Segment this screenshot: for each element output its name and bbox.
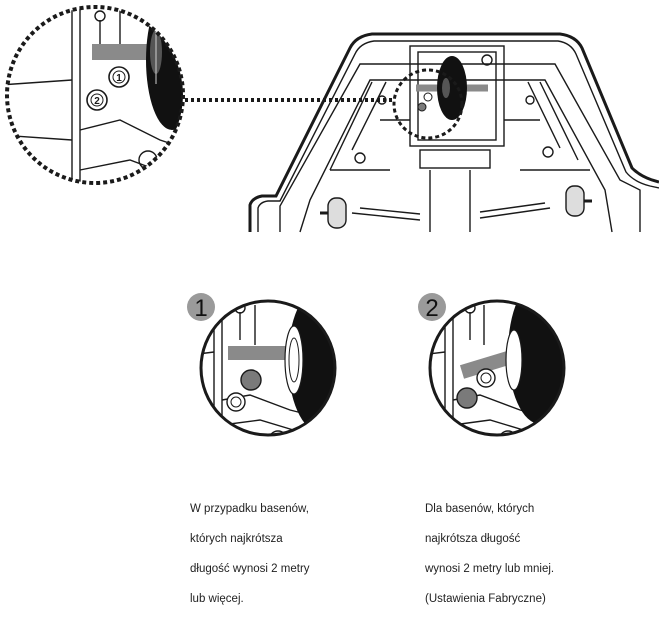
- caption-line: lub więcej.: [190, 593, 244, 605]
- robot-body-illustration: [248, 32, 659, 233]
- option-2-badge: [418, 293, 446, 321]
- robot-wheel: [416, 56, 488, 120]
- caption-line: (Ustawienia Fabryczne): [425, 593, 546, 605]
- option-1-view: 1: [187, 293, 337, 437]
- option-1-peg-active: [240, 369, 262, 391]
- zoom-view: 1 2: [5, 5, 185, 185]
- setting-diagram: 1 2: [5, 5, 659, 437]
- callout-label-1: 1: [116, 73, 122, 84]
- option-1-caption: W przypadku basenów, których najkrótsza …: [190, 487, 370, 622]
- callout-label-2: 2: [94, 96, 100, 107]
- option-2-view: 2: [418, 293, 566, 437]
- caption-line: długość wynosi 2 metry: [190, 563, 310, 575]
- caption-line: wynosi 2 metry lub mniej.: [425, 563, 555, 575]
- option-1-badge: [187, 293, 215, 321]
- option-2-caption: Dla basenów, których najkrótsza długość …: [425, 487, 625, 622]
- caption-line: Dla basenów, których: [425, 503, 535, 515]
- option-2-peg-active: [456, 387, 478, 409]
- zoom-target-circle: [392, 68, 464, 140]
- caption-line: W przypadku basenów,: [190, 503, 309, 515]
- caption-line: których najkrótsza: [190, 533, 283, 545]
- option-2-number: 2: [425, 295, 438, 322]
- caption-line: najkrótsza długość: [425, 533, 521, 545]
- option-1-number: 1: [194, 295, 207, 322]
